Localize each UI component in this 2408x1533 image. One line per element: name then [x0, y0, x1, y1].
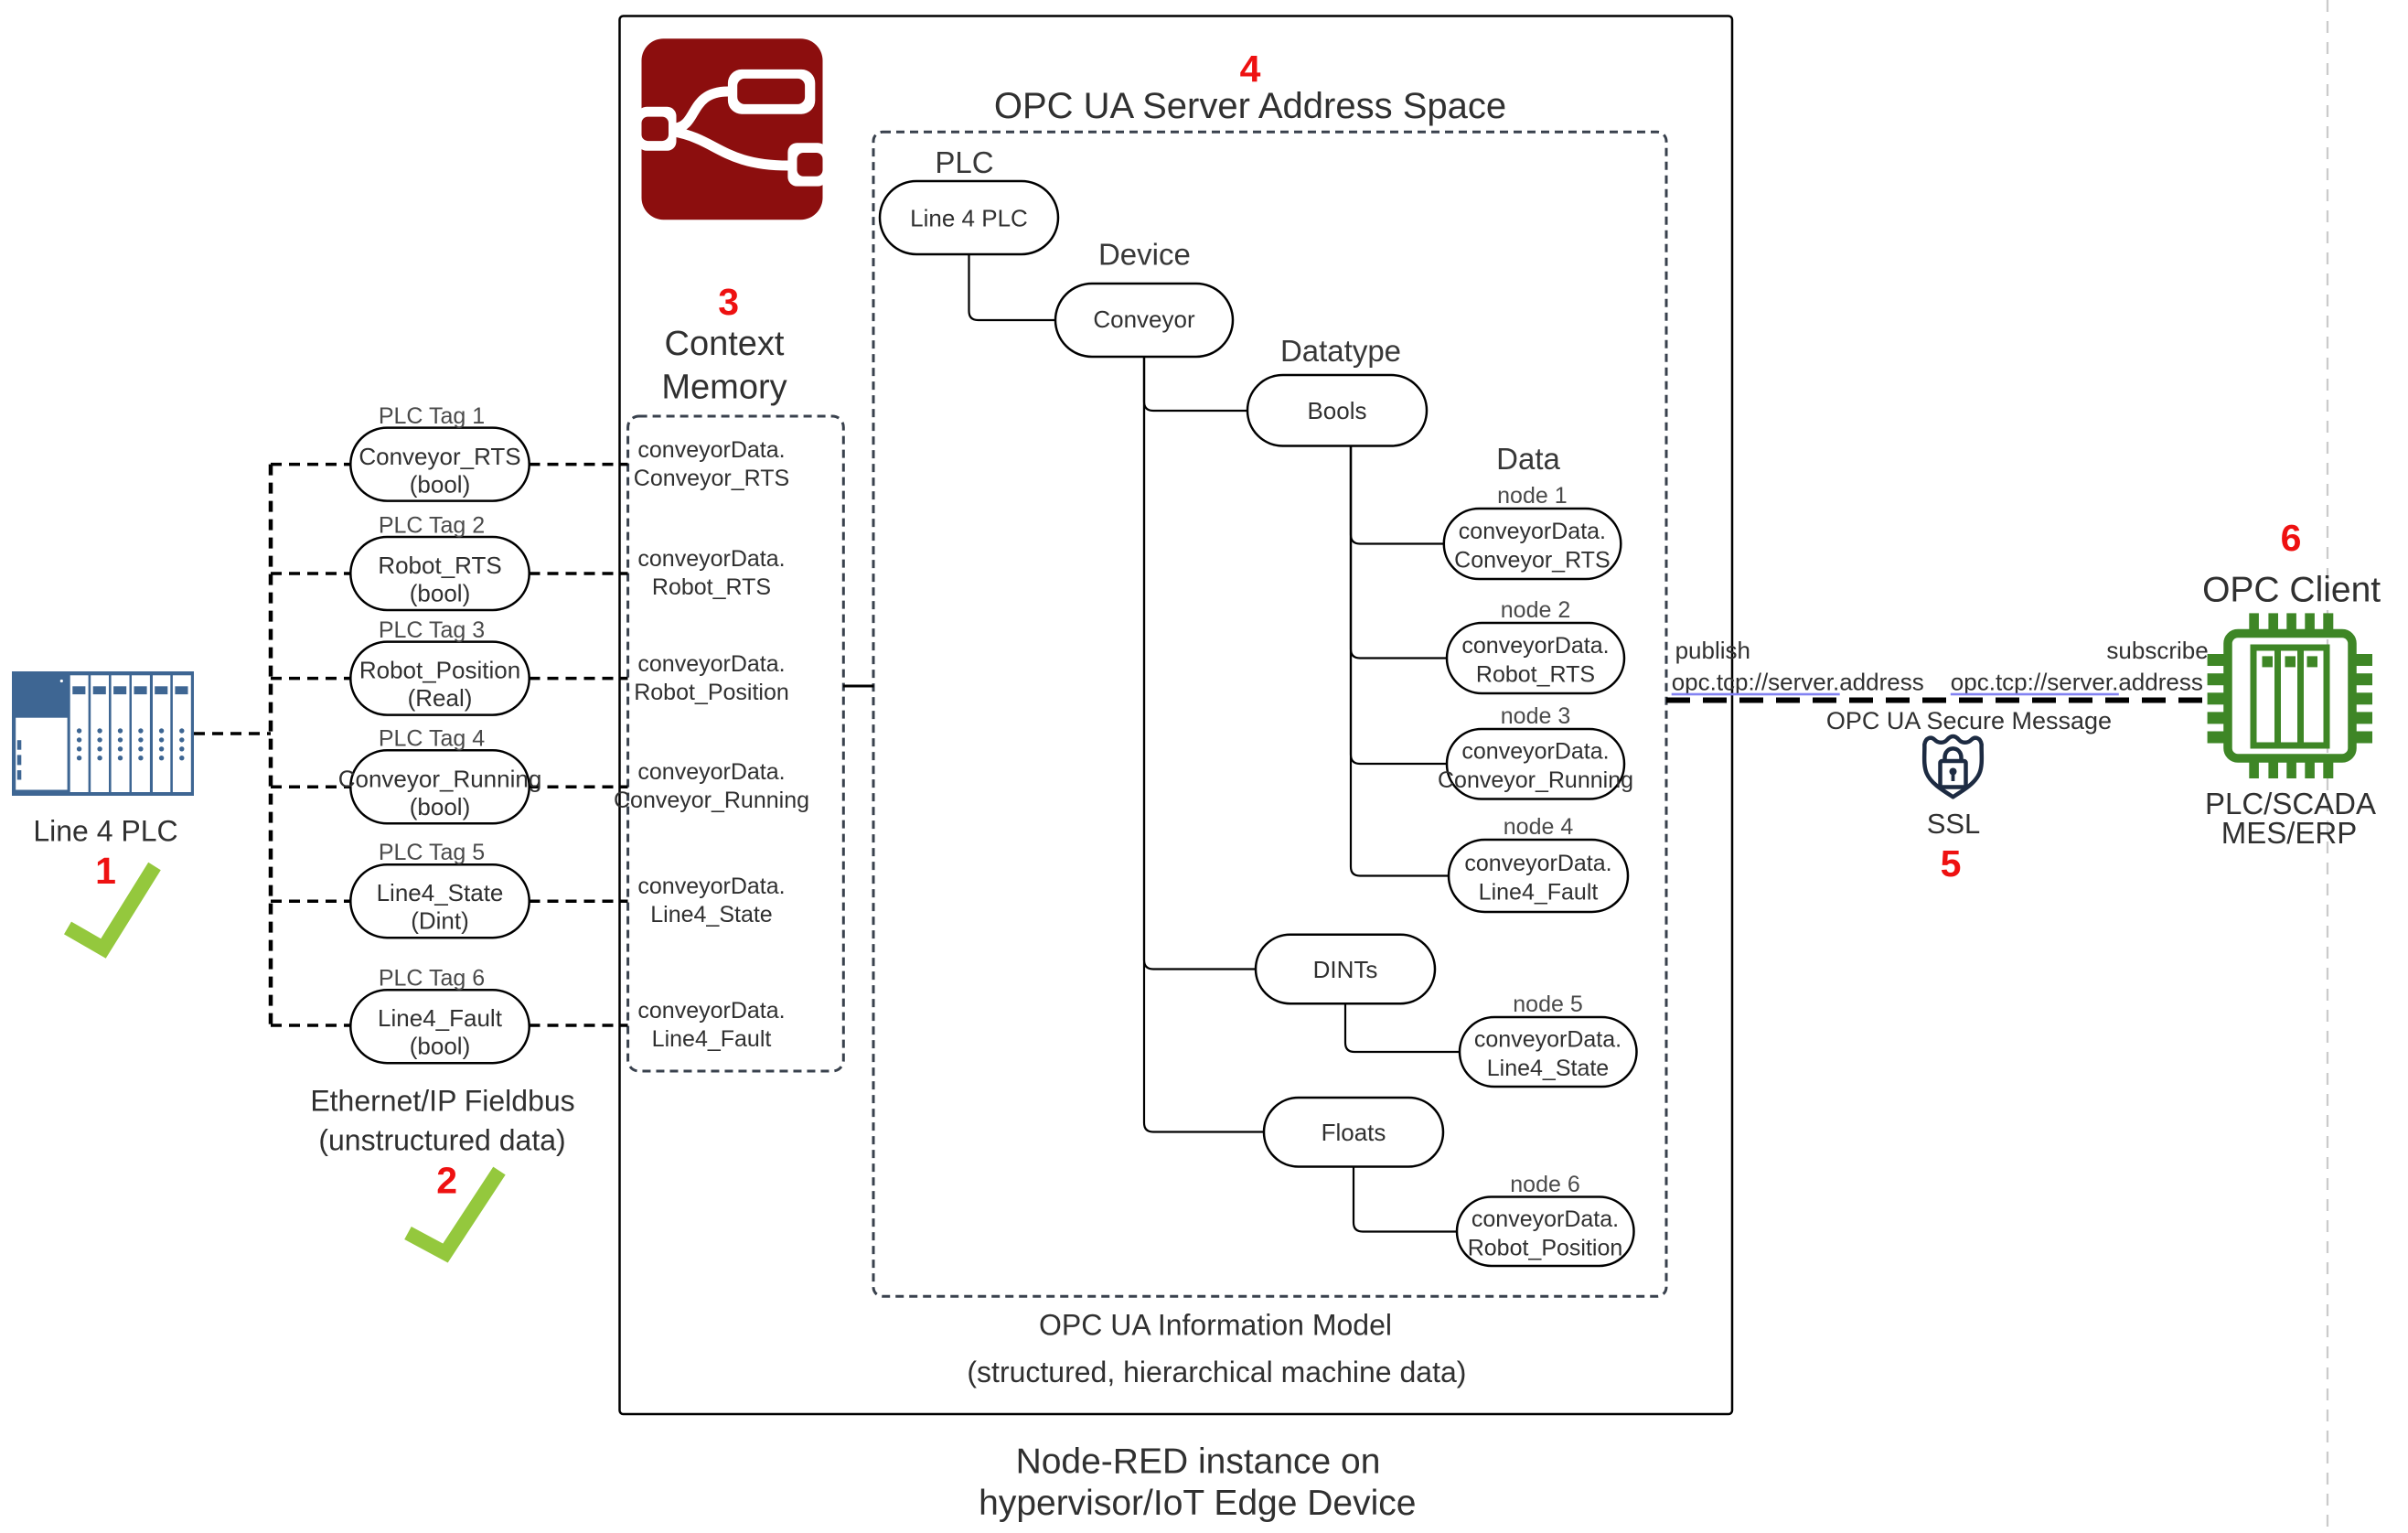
- svg-text:Robot_Position: Robot_Position: [634, 680, 789, 705]
- svg-text:(Dint): (Dint): [411, 907, 469, 935]
- svg-text:Line4_State: Line4_State: [377, 879, 504, 906]
- svg-text:Robot_Position: Robot_Position: [359, 657, 520, 684]
- svg-text:2: 2: [436, 1159, 457, 1201]
- svg-text:opc.tcp://server.address: opc.tcp://server.address: [1951, 669, 2203, 696]
- svg-text:Conveyor_Running: Conveyor_Running: [1438, 767, 1633, 793]
- svg-text:Data: Data: [1496, 442, 1560, 476]
- svg-text:1: 1: [95, 850, 116, 892]
- svg-text:Floats: Floats: [1322, 1119, 1386, 1146]
- svg-text:Robot_RTS: Robot_RTS: [378, 552, 501, 579]
- svg-text:conveyorData.: conveyorData.: [1461, 739, 1609, 765]
- svg-text:(bool): (bool): [410, 793, 470, 820]
- svg-text:(unstructured data): (unstructured data): [318, 1124, 565, 1157]
- svg-text:conveyorData.: conveyorData.: [637, 759, 785, 785]
- svg-text:opc.tcp://server.address: opc.tcp://server.address: [1672, 669, 1924, 696]
- svg-text:(Real): (Real): [408, 684, 473, 712]
- svg-text:PLC Tag 5: PLC Tag 5: [379, 840, 485, 865]
- svg-text:Ethernet/IP Fieldbus: Ethernet/IP Fieldbus: [310, 1085, 574, 1118]
- svg-text:PLC Tag 3: PLC Tag 3: [379, 617, 485, 643]
- svg-text:4: 4: [1240, 48, 1261, 90]
- svg-text:Line4_Fault: Line4_Fault: [378, 1004, 503, 1032]
- svg-text:PLC Tag 1: PLC Tag 1: [379, 403, 485, 429]
- svg-text:conveyorData.: conveyorData.: [1464, 851, 1611, 876]
- svg-text:Conveyor: Conveyor: [1093, 306, 1195, 333]
- svg-text:PLC Tag 4: PLC Tag 4: [379, 726, 485, 752]
- svg-text:node 1: node 1: [1497, 483, 1567, 509]
- svg-text:Conveyor_RTS: Conveyor_RTS: [359, 443, 520, 470]
- svg-text:conveyorData.: conveyorData.: [637, 874, 785, 899]
- svg-text:Robot_Position: Robot_Position: [1468, 1236, 1623, 1261]
- svg-text:Robot_RTS: Robot_RTS: [652, 574, 771, 600]
- svg-text:PLC Tag 2: PLC Tag 2: [379, 512, 485, 538]
- svg-text:Conveyor_RTS: Conveyor_RTS: [1454, 548, 1610, 574]
- svg-text:Context: Context: [665, 325, 785, 363]
- svg-text:publish: publish: [1675, 637, 1750, 664]
- svg-text:Line4_State: Line4_State: [650, 902, 772, 927]
- svg-text:subscribe: subscribe: [2106, 637, 2208, 664]
- svg-text:(structured, hierarchical mach: (structured, hierarchical machine data): [967, 1356, 1466, 1388]
- svg-text:Bools: Bools: [1307, 397, 1366, 424]
- svg-text:OPC UA Secure Message: OPC UA Secure Message: [1826, 707, 2112, 734]
- svg-text:conveyorData.: conveyorData.: [637, 651, 785, 677]
- svg-text:node 2: node 2: [1501, 597, 1570, 623]
- svg-text:node 6: node 6: [1510, 1172, 1579, 1197]
- svg-text:conveyorData.: conveyorData.: [637, 437, 785, 463]
- svg-text:Conveyor_Running: Conveyor_Running: [338, 766, 542, 793]
- svg-text:SSL: SSL: [1927, 808, 1981, 840]
- svg-text:Conveyor_RTS: Conveyor_RTS: [634, 466, 789, 491]
- svg-text:Conveyor_Running: Conveyor_Running: [614, 788, 809, 813]
- svg-text:Device: Device: [1098, 238, 1191, 272]
- svg-text:node 4: node 4: [1504, 814, 1574, 840]
- svg-text:MES/ERP: MES/ERP: [2221, 816, 2358, 850]
- svg-text:node 5: node 5: [1513, 992, 1582, 1017]
- svg-text:Line 4 PLC: Line 4 PLC: [33, 814, 177, 847]
- svg-text:5: 5: [1941, 842, 1962, 884]
- svg-text:Line4_State: Line4_State: [1487, 1056, 1609, 1081]
- svg-text:node 3: node 3: [1501, 703, 1570, 729]
- svg-text:conveyorData.: conveyorData.: [1461, 633, 1609, 659]
- svg-text:Line4_Fault: Line4_Fault: [1479, 880, 1599, 906]
- svg-text:conveyorData.: conveyorData.: [1472, 1206, 1619, 1232]
- svg-text:6: 6: [2281, 517, 2302, 559]
- svg-text:conveyorData.: conveyorData.: [637, 998, 785, 1024]
- svg-text:conveyorData.: conveyorData.: [1459, 519, 1606, 544]
- svg-text:(bool): (bool): [410, 580, 470, 607]
- svg-text:OPC Client: OPC Client: [2202, 571, 2381, 610]
- svg-text:Datatype: Datatype: [1280, 334, 1401, 368]
- svg-text:OPC UA Information Model: OPC UA Information Model: [1039, 1309, 1392, 1342]
- svg-text:Line4_Fault: Line4_Fault: [652, 1026, 772, 1052]
- svg-text:3: 3: [718, 281, 739, 323]
- svg-text:OPC UA Server Address Space: OPC UA Server Address Space: [994, 86, 1506, 126]
- svg-text:(bool): (bool): [410, 471, 470, 498]
- svg-text:DINTs: DINTs: [1313, 956, 1378, 983]
- svg-text:Robot_RTS: Robot_RTS: [1476, 662, 1595, 688]
- svg-text:Node-RED instance on: Node-RED instance on: [1016, 1442, 1381, 1482]
- svg-text:conveyorData.: conveyorData.: [637, 546, 785, 572]
- svg-text:PLC/SCADA: PLC/SCADA: [2205, 787, 2376, 820]
- svg-text:PLC Tag 6: PLC Tag 6: [379, 966, 485, 992]
- svg-text:Memory: Memory: [661, 369, 787, 407]
- svg-text:PLC: PLC: [935, 145, 993, 179]
- svg-text:hypervisor/IoT Edge Device: hypervisor/IoT Edge Device: [979, 1484, 1416, 1523]
- svg-text:conveyorData.: conveyorData.: [1474, 1027, 1621, 1053]
- svg-text:(bool): (bool): [410, 1033, 470, 1060]
- svg-text:Line 4 PLC: Line 4 PLC: [910, 205, 1028, 232]
